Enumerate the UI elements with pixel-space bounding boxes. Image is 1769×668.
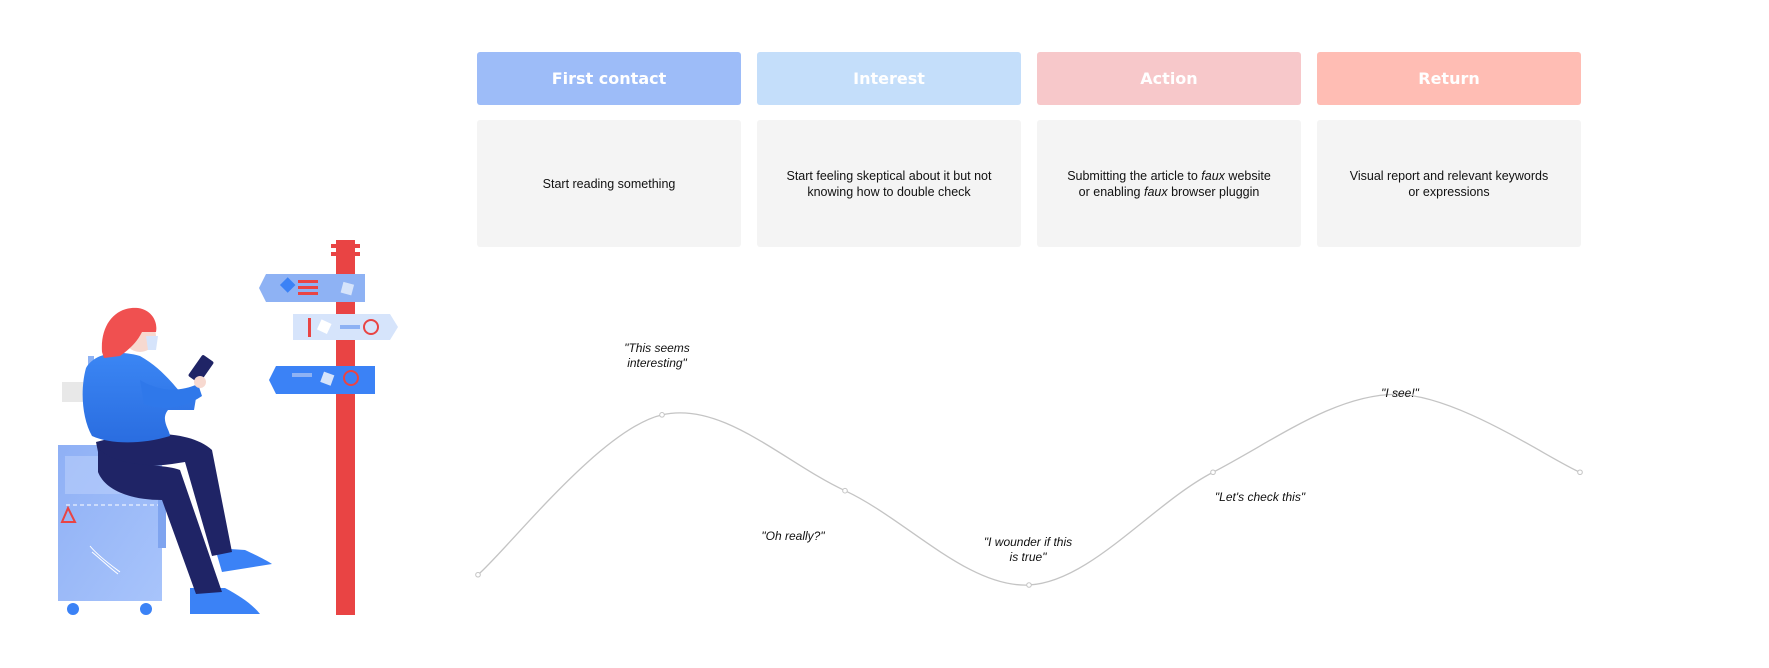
stage-return: Return [1317,52,1581,105]
stage-interest: Interest [757,52,1021,105]
card-return: Visual report and relevant keywords or e… [1317,120,1581,247]
stage-label: First contact [551,69,667,88]
card-text: Visual report and relevant keywords or e… [1349,168,1549,199]
card-interest: Start feeling skeptical about it but not… [757,120,1021,247]
stage-action: Action [1037,52,1301,105]
emotion-curve-point [842,487,848,494]
card-first-contact: Start reading something [477,120,741,247]
emotion-curve-point [1026,582,1032,588]
emotion-curve-point [659,412,665,418]
emotion-curve-point [475,571,481,578]
quote-oh-really: "Oh really?" [761,529,825,543]
emotion-curve-point [1393,391,1399,398]
quote-i-see: "I see!" [1381,386,1419,400]
quote-lets-check-this: "Let's check this" [1214,490,1306,504]
stage-first-contact: First contact [477,52,741,105]
journey-illustration [58,240,398,615]
stage-label: Return [1418,69,1480,88]
stage-label: Interest [853,69,925,88]
signpost-icon [259,240,398,615]
card-action: Submitting the article to faux website o… [1037,120,1301,247]
woman-reading-phone-icon [82,307,272,614]
card-text: Start feeling skeptical about it but not… [786,168,992,199]
stage-label: Action [1140,69,1198,88]
card-text: Submitting the article to faux website o… [1067,168,1271,199]
emotion-curve-point [1210,469,1216,476]
emotion-curve-point [1577,469,1583,476]
card-text: Start reading something [542,176,676,191]
